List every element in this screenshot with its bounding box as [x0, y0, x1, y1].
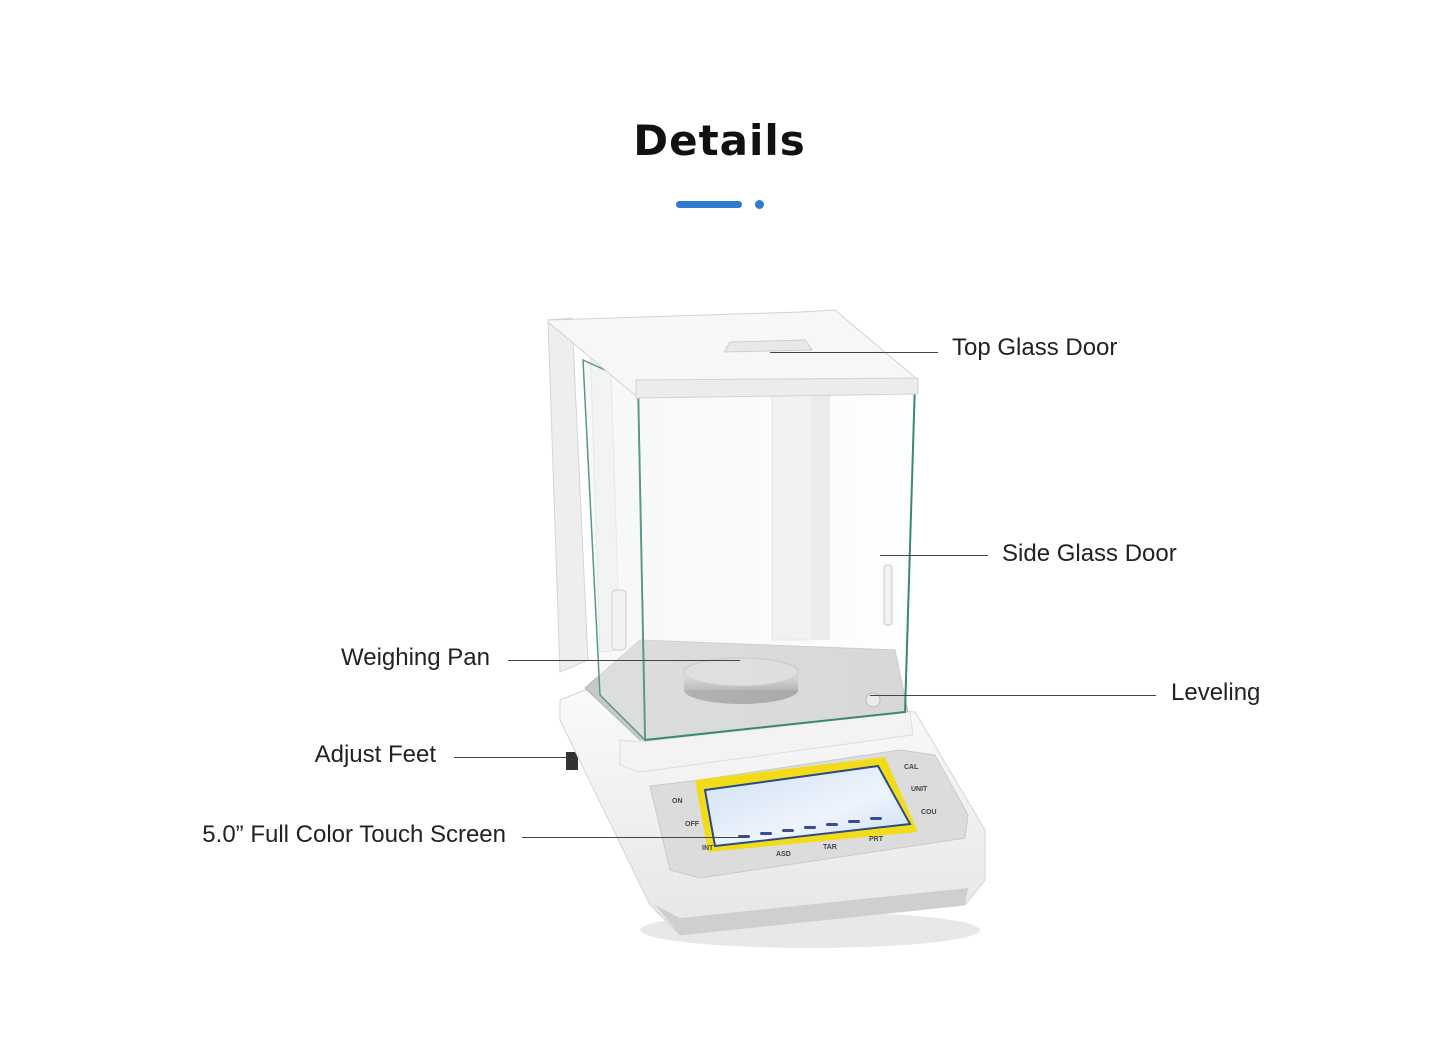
- page-title: Details: [633, 116, 806, 165]
- side-door-handle: [611, 589, 627, 651]
- callout-adjust-feet: Adjust Feet: [314, 741, 436, 768]
- button-int: INT: [702, 845, 714, 852]
- callout-top-glass-door: Top Glass Door: [952, 334, 1118, 361]
- button-cal: CAL: [904, 764, 919, 771]
- button-cou: COU: [921, 809, 937, 816]
- button-off: OFF: [685, 821, 700, 828]
- callout-weighing-pan: Weighing Pan: [341, 644, 490, 671]
- callout-line-top-glass-door: [770, 352, 938, 353]
- button-prt: PRT: [869, 836, 884, 843]
- front-glass-door: [636, 380, 917, 742]
- left-rear-column: [547, 317, 589, 673]
- top-door-handle: [723, 339, 813, 353]
- button-tar: TAR: [823, 844, 837, 851]
- button-asd: ASD: [776, 851, 791, 858]
- title-underline-dot: [755, 200, 764, 209]
- callout-leveling: Leveling: [1171, 679, 1261, 706]
- callout-line-leveling: [870, 695, 1156, 696]
- button-on: ON: [672, 798, 683, 805]
- callout-touch-screen: 5.0” Full Color Touch Screen: [202, 821, 506, 848]
- screen-digits: [738, 817, 882, 838]
- button-unit: UNIT: [911, 786, 928, 793]
- callout-line-weighing-pan: [508, 660, 740, 661]
- callout-line-adjust-feet: [454, 757, 568, 758]
- callout-side-glass-door: Side Glass Door: [1002, 540, 1177, 567]
- callout-line-side-glass-door: [880, 555, 988, 556]
- title-underline-bar: [676, 201, 742, 208]
- adjust-foot: [566, 752, 578, 770]
- touch-screen: [703, 764, 912, 848]
- callout-line-touch-screen: [522, 837, 745, 838]
